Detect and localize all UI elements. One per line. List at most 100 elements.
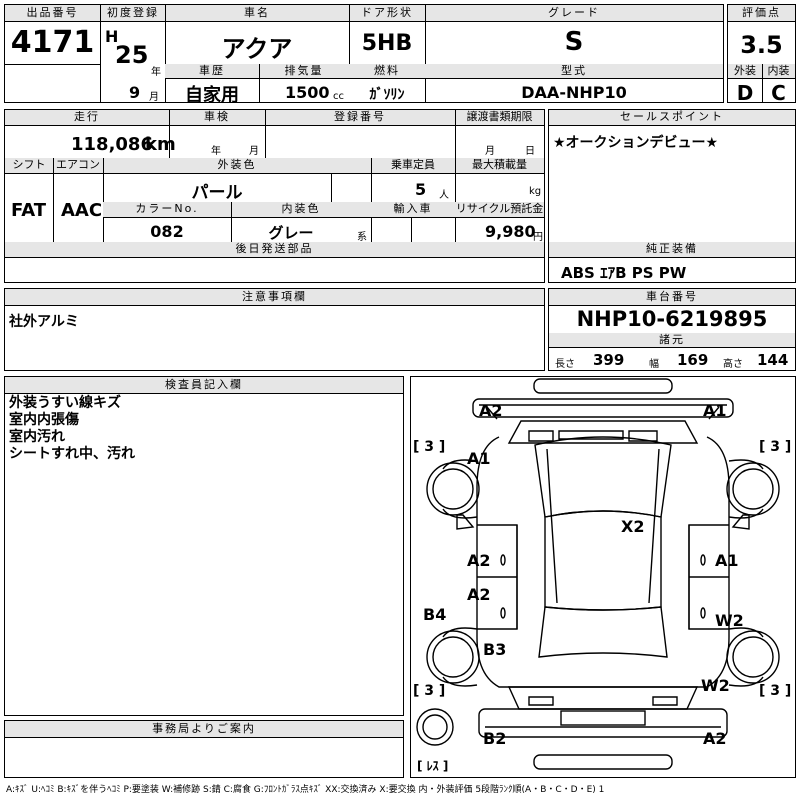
tire-front-left: [ 3 ] — [413, 439, 446, 455]
car-name: アクア — [221, 35, 293, 63]
mileage-label: 走行 — [5, 110, 169, 126]
ext-label: 外装 — [728, 64, 762, 79]
load-unit: kg — [529, 186, 542, 197]
equipment-label: 純正装備 — [549, 242, 795, 258]
tire-rear-left: [ 3 ] — [413, 683, 446, 699]
height: 144 — [757, 351, 789, 369]
history: 自家用 — [185, 85, 239, 106]
displacement: 1500 — [285, 83, 330, 102]
office-box: 事務局よりご案内 — [4, 720, 404, 778]
tire-rear-right: [ 3 ] — [759, 683, 792, 699]
int-score: C — [771, 81, 786, 105]
score-label: 評価点 — [728, 5, 795, 22]
interior-color: グレー — [268, 224, 314, 242]
mark-quarter-right: W2 — [701, 676, 730, 695]
mark-rocker-left: B4 — [423, 605, 447, 624]
color-number: 082 — [150, 222, 184, 241]
model-label: 型式 — [425, 64, 723, 79]
inspection-year-unit: 年 — [211, 146, 221, 157]
mark-door-fr: A1 — [715, 551, 739, 570]
color-label: 外装色 — [103, 158, 371, 174]
grade-label: グレード — [425, 5, 723, 22]
door-label: ドア形状 — [349, 5, 425, 22]
inspection-month-unit: 月 — [249, 146, 259, 157]
history-label: 車歴 — [165, 64, 259, 79]
score: 3.5 — [740, 31, 783, 59]
transfer-label: 譲渡書類期限 — [455, 110, 544, 126]
interior-label: 内装色 — [231, 202, 371, 218]
exterior-color: パール — [191, 183, 243, 203]
mileage: 118,086 — [71, 134, 153, 155]
recycle-fee: 9,980 — [485, 222, 536, 241]
note-line: 外装うすい線キズ — [9, 395, 121, 411]
ac-label: エアコン — [53, 158, 103, 174]
recycle-label: リサイクル預託金 — [455, 202, 544, 218]
regno-label: 登録番号 — [265, 110, 455, 126]
chassis-label: 車台番号 — [549, 289, 795, 306]
colorno-label: カラーNo. — [103, 202, 231, 218]
vehicle-header-table: 初度登録 車名 ドア形状 グレード H 25 年 9 月 アクア 5HB S 車… — [100, 4, 724, 106]
mark-front-right: A1 — [703, 401, 727, 420]
spare-tire: [ ﾚｽ ] — [417, 759, 449, 773]
inspector-box: 検査員記入欄 外装うすい線キズ 室内内張傷 室内汚れ シートすれ中、汚れ — [4, 376, 404, 716]
chassis-number: NHP10-6219895 — [576, 307, 768, 331]
fuel: ｶﾞｿﾘﾝ — [369, 87, 405, 103]
transfer-day-unit: 日 — [525, 146, 535, 157]
length: 399 — [593, 351, 625, 369]
sales-point: ★オークションデビュー★ — [553, 135, 719, 151]
int-label: 内装 — [762, 64, 795, 79]
mark-door-fl: A2 — [467, 551, 491, 570]
door-type: 5HB — [361, 31, 413, 56]
shift-label: シフト — [5, 158, 53, 174]
note-line: シートすれ中、汚れ — [9, 446, 135, 462]
capacity-unit: 人 — [439, 190, 449, 201]
length-label: 長さ — [555, 359, 575, 370]
chassis-box: 車台番号 NHP10-6219895 諸元 長さ 399 幅 169 高さ 14… — [548, 288, 796, 371]
transfer-month-unit: 月 — [485, 146, 495, 157]
recycle-unit: 円 — [533, 232, 543, 243]
office-label: 事務局よりご案内 — [5, 721, 403, 738]
displacement-unit: cc — [333, 91, 344, 102]
inspection-label: 車検 — [169, 110, 265, 126]
import-label: 輸入車 — [371, 202, 455, 218]
capacity: 5 — [415, 180, 427, 199]
legend: A:ｷｽﾞ U:ﾍｺﾐ B:ｷｽﾞを伴うﾍｺﾐ P:要塗装 W:補修跡 S:錆 … — [6, 785, 605, 795]
car-diagram: A2 A1 A1 X2 A2 A1 A2 W2 B4 B3 W2 B2 A2 [… — [410, 376, 796, 778]
interior-unit: 系 — [357, 232, 367, 243]
grade: S — [564, 27, 584, 57]
inspector-notes: 外装うすい線キズ 室内内張傷 室内汚れ シートすれ中、汚れ — [9, 395, 135, 463]
sales-point-label: セールスポイント — [549, 110, 795, 126]
reg-month: 9 — [129, 83, 141, 102]
width: 169 — [677, 351, 709, 369]
width-label: 幅 — [649, 359, 659, 370]
mark-rear-left: B2 — [483, 729, 507, 748]
tire-front-right: [ 3 ] — [759, 439, 792, 455]
equipment: ABS ｴｱB PS PW — [561, 264, 687, 282]
mark-fender-left: A1 — [467, 449, 491, 468]
height-label: 高さ — [723, 359, 743, 370]
mileage-unit: km — [145, 134, 176, 155]
score-cell: 評価点 3.5 外装 内装 D C — [727, 4, 796, 105]
lot-cell: 出品番号 4171 — [4, 4, 101, 103]
displacement-label: 排気量 — [259, 64, 349, 79]
load-label: 最大積載量 — [455, 158, 544, 174]
shift: FAT — [11, 200, 47, 221]
sales-point-box: セールスポイント ★オークションデビュー★ 純正装備 ABS ｴｱB PS PW — [548, 109, 796, 283]
reg-month-unit: 月 — [149, 92, 159, 103]
reg-year: 25 — [115, 41, 149, 69]
ac: AAC — [61, 200, 103, 221]
ext-score: D — [736, 81, 754, 105]
car-name-label: 車名 — [165, 5, 349, 22]
car-outline — [416, 378, 780, 770]
reg-era: H — [105, 27, 119, 46]
later-parts-label: 後日発送部品 — [5, 242, 544, 258]
reg-year-unit: 年 — [151, 67, 161, 78]
caution-box: 注意事項欄 社外アルミ — [4, 288, 545, 371]
caution-text: 社外アルミ — [9, 314, 79, 330]
details-table: 走行 車検 登録番号 譲渡書類期限 118,086 km 年 月 月 日 シフト… — [4, 109, 545, 283]
reg-label: 初度登録 — [101, 5, 165, 22]
lot-number: 4171 — [10, 25, 95, 60]
mark-door-rl: A2 — [467, 585, 491, 604]
spec-label: 諸元 — [549, 333, 795, 348]
capacity-label: 乗車定員 — [371, 158, 455, 174]
